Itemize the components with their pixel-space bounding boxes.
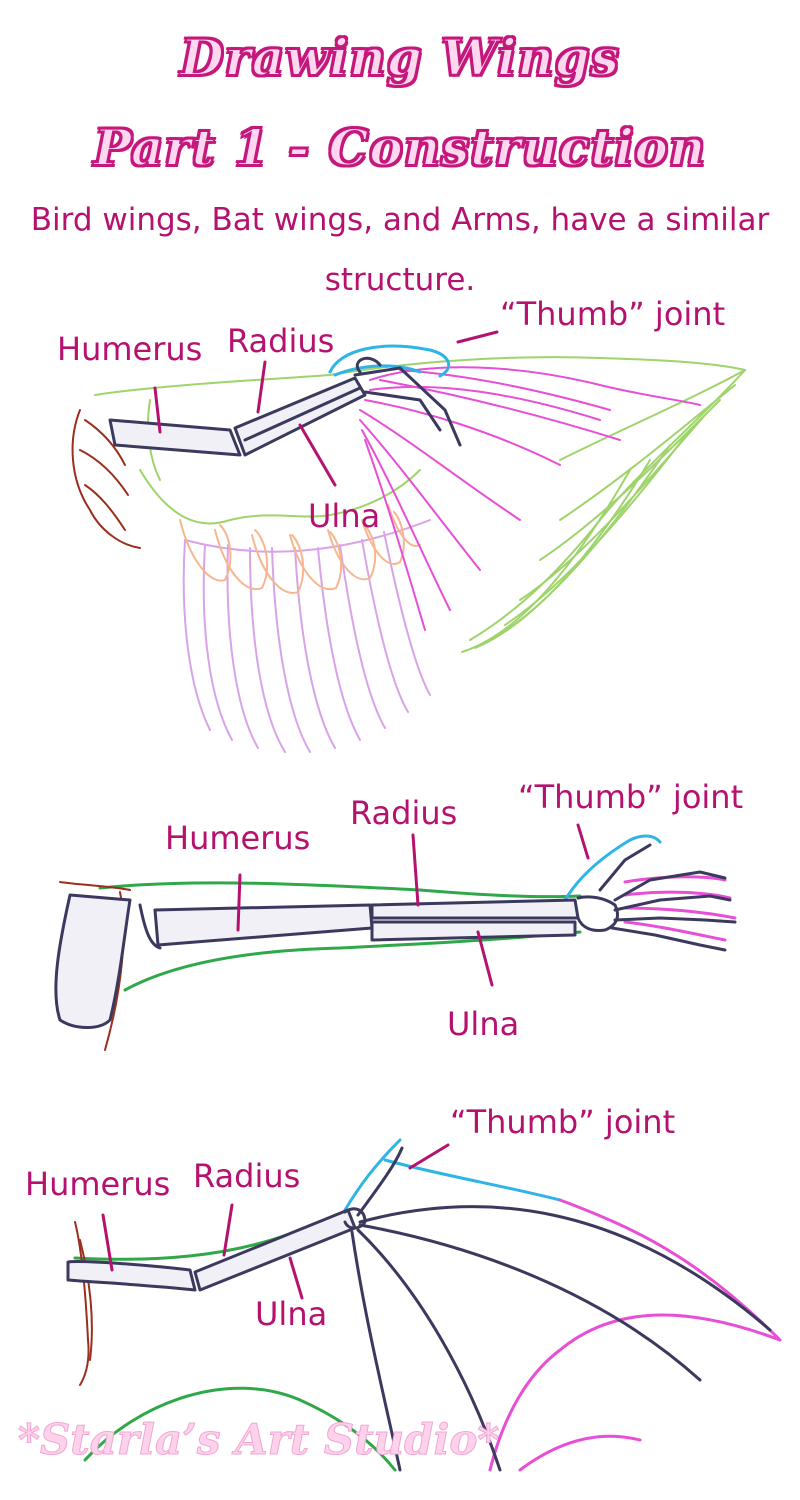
bat-radius-label: Radius (193, 1157, 301, 1195)
bat-thumb-label: “Thumb” joint (450, 1103, 676, 1141)
arm-humerus-label: Humerus (165, 819, 311, 857)
title-line-1: Drawing Wings (179, 27, 620, 88)
arm-drawing (54, 823, 737, 1051)
bird-humerus-label: Humerus (57, 330, 203, 368)
bird-radius-label: Radius (227, 322, 335, 360)
bird-wing-drawing (71, 330, 746, 753)
bat-ulna-label: Ulna (255, 1295, 328, 1333)
arm-thumb-label: “Thumb” joint (518, 778, 744, 816)
bird-ulna-label: Ulna (308, 497, 381, 535)
title-line-2: Part 1 - Construction (93, 117, 707, 178)
bat-humerus-label: Humerus (25, 1165, 171, 1203)
arm-radius-label: Radius (350, 794, 458, 832)
arm-ulna-label: Ulna (447, 1005, 520, 1043)
subtitle: Bird wings, Bat wings, and Arms, have a … (30, 202, 770, 298)
bat-wing-drawing (66, 1138, 782, 1472)
watermark-signature: *Starla’s Art Studio* (17, 1415, 500, 1465)
bird-thumb-label: “Thumb” joint (500, 295, 726, 333)
